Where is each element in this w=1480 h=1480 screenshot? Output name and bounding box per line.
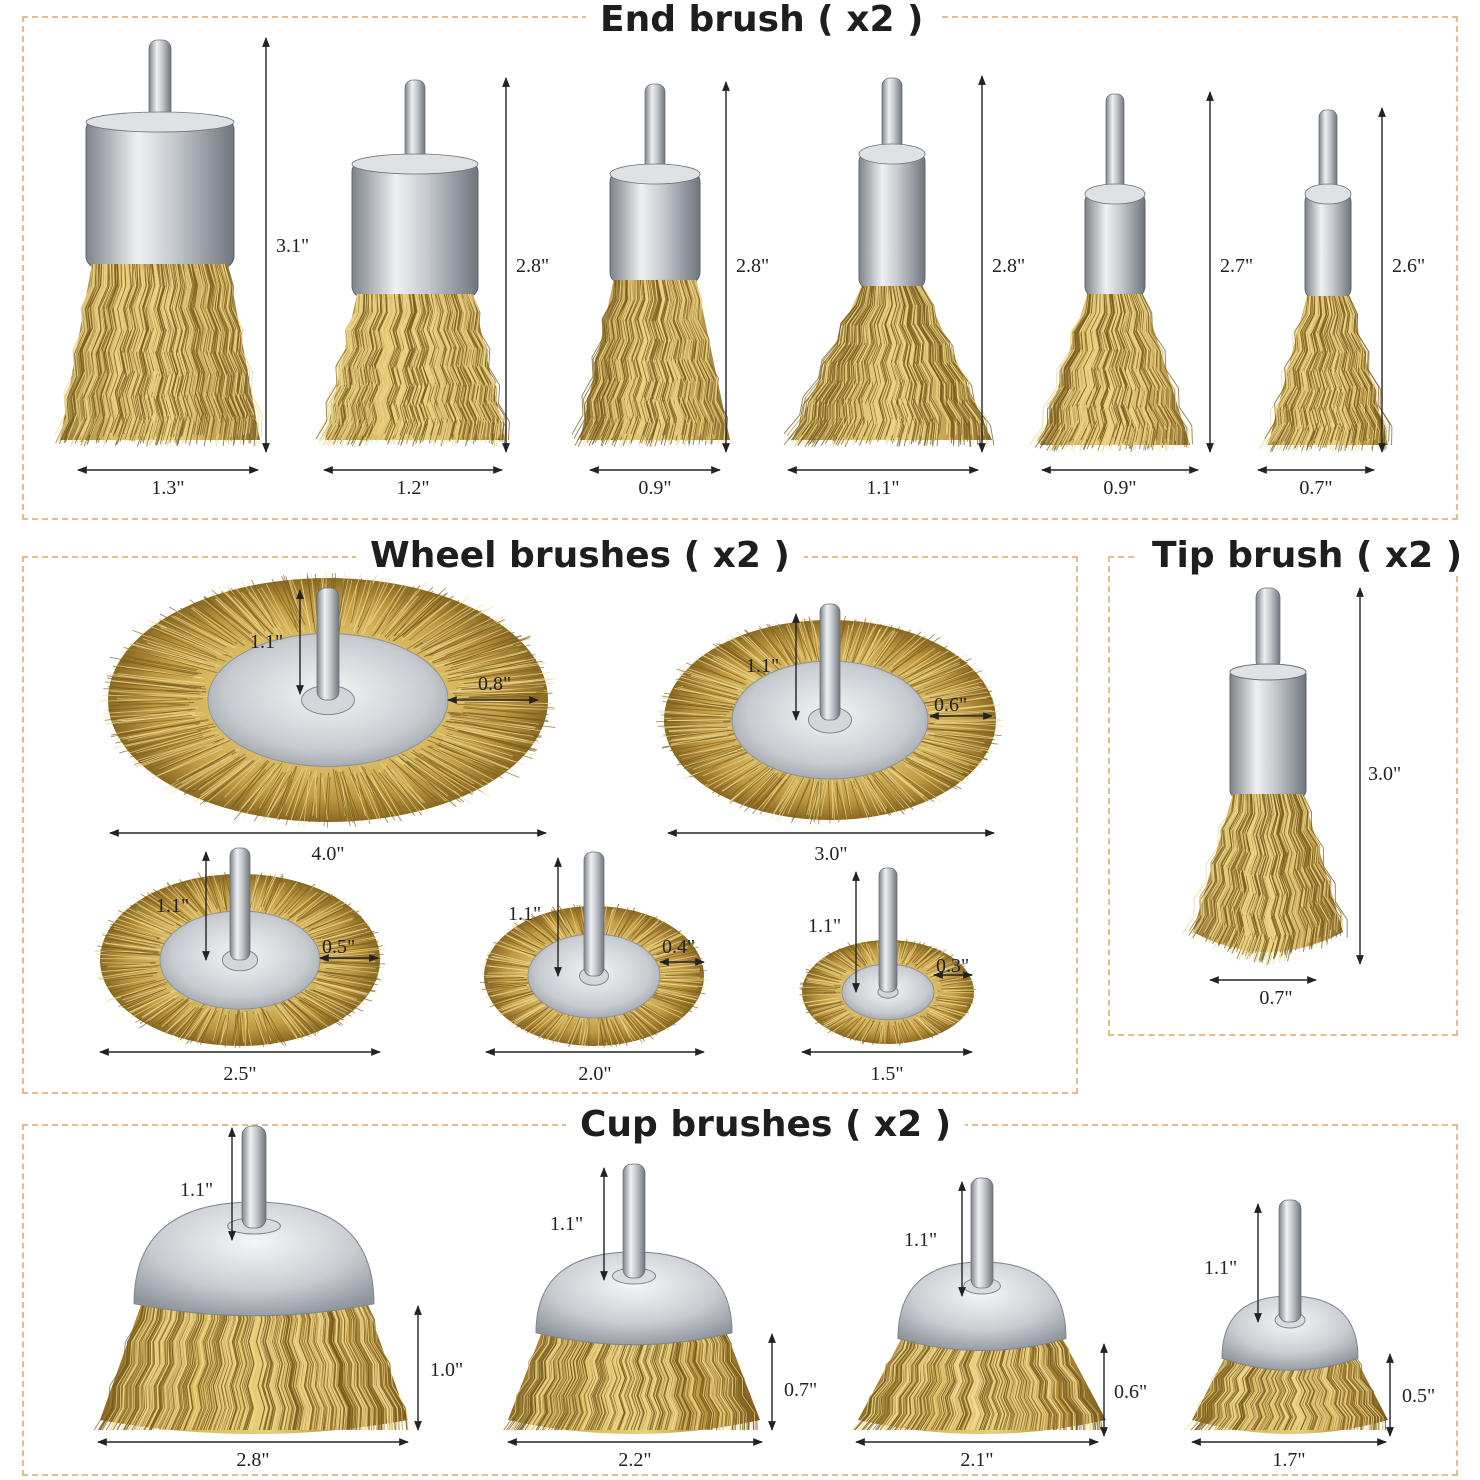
cup-dome	[133, 1201, 375, 1317]
cup-dome	[535, 1251, 733, 1346]
end-brush-3-bristles	[571, 279, 730, 448]
end-brush-2-bristles	[315, 293, 510, 448]
wheel-brush-1-thickness-label: 0.8"	[478, 673, 511, 695]
wheel-brush-1-shank	[316, 587, 340, 701]
cup-brush-3-shank	[970, 1177, 994, 1289]
shank-rod	[819, 603, 841, 721]
cup-brush-2	[502, 1251, 760, 1434]
end-brush-6-width-label: 0.7"	[1299, 477, 1332, 499]
cup-brush-4-shank	[1278, 1199, 1302, 1323]
end-brush-3-height-label: 2.8"	[736, 255, 769, 277]
wheel-brush-5-shank-label: 1.1"	[808, 915, 841, 937]
shank-rod	[1255, 587, 1281, 671]
end-brush-1-cap	[85, 111, 235, 269]
wheel-brush-5-diameter-label: 1.5"	[870, 1063, 903, 1085]
cup-brush-2-shank	[622, 1163, 646, 1279]
wheel-brush-2-thickness-label: 0.6"	[934, 694, 967, 716]
cup-dome	[897, 1261, 1067, 1352]
wheel-brush-5-shank	[878, 867, 898, 993]
end-brush-6-bristles	[1258, 295, 1393, 453]
cup-brush-1	[93, 1201, 409, 1434]
wheel-brush-3-shank-label: 1.1"	[156, 895, 189, 917]
wheel-brush-4-diameter-label: 2.0"	[578, 1063, 611, 1085]
tip-brush-height-label: 3.0"	[1368, 763, 1401, 785]
end-brush-1-width-label: 1.3"	[151, 477, 184, 499]
cup-brush-1-diameter-label: 2.8"	[236, 1449, 269, 1471]
wheel-brush-2-diameter-label: 3.0"	[814, 843, 847, 865]
end-brush-1-bristles	[54, 263, 263, 448]
end-brush-2-width-label: 1.2"	[396, 477, 429, 499]
wheel-brush-3-shank	[229, 847, 251, 961]
cup-brush-4	[1184, 1295, 1388, 1434]
end-brush-5-bristles	[1029, 293, 1193, 453]
tip-brush-shank	[1255, 587, 1281, 671]
wheel-brush-4-shank	[583, 851, 605, 977]
end-brush-5-width-label: 0.9"	[1103, 477, 1136, 499]
cup-brush-1-height-label: 1.0"	[430, 1359, 463, 1381]
wheel-brush-4-shank-label: 1.1"	[508, 903, 541, 925]
tip-brush-bristles	[1181, 793, 1348, 966]
shank-rod	[229, 847, 251, 961]
end-brush-5-cap	[1084, 183, 1146, 299]
wheel-brush-2-shank	[819, 603, 841, 721]
wheel-brush-3-thickness-label: 0.5"	[322, 936, 355, 958]
end-brush-4-width-label: 1.1"	[866, 477, 899, 499]
end-brush-3-width-label: 0.9"	[638, 477, 671, 499]
wheel-brush-4-thickness-label: 0.4"	[662, 936, 695, 958]
cup-brush-4-shank-label: 1.1"	[1204, 1257, 1237, 1279]
wheel-brush-1-diameter-label: 4.0"	[311, 843, 344, 865]
shank-rod	[1278, 1199, 1302, 1323]
end-brush-6-height-label: 2.6"	[1392, 255, 1425, 277]
wheel-brush-1-shank-label: 1.1"	[250, 631, 283, 653]
cup-brush-2-diameter-label: 2.2"	[618, 1449, 651, 1471]
cup-brush-2-height-label: 0.7"	[784, 1379, 817, 1401]
end-brush-2-height-label: 2.8"	[516, 255, 549, 277]
shank-rod	[316, 587, 340, 701]
tip-brush-width-label: 0.7"	[1259, 987, 1292, 1009]
end-brush-5-height-label: 2.7"	[1220, 255, 1253, 277]
cup-brush-1-shank-label: 1.1"	[180, 1179, 213, 1201]
cup-brush-4-height-label: 0.5"	[1402, 1385, 1435, 1407]
tip-brush-cap	[1229, 663, 1307, 799]
end-brush-title: End brush ( x2 )	[586, 0, 938, 40]
cup-brush-2-shank-label: 1.1"	[550, 1213, 583, 1235]
shank-rod	[583, 851, 605, 977]
end-brush-6-cap	[1304, 183, 1352, 301]
end-brush-1-height-label: 3.1"	[276, 235, 309, 257]
cup-brush-3-shank-label: 1.1"	[904, 1229, 937, 1251]
tip-brush-title: Tip brush ( x2 )	[1138, 536, 1477, 576]
shank-rod	[970, 1177, 994, 1289]
shank-rod	[622, 1163, 646, 1279]
cup-brush-3	[851, 1261, 1106, 1434]
shank-rod	[878, 867, 898, 993]
wheel-brush-title: Wheel brushes ( x2 )	[356, 536, 804, 576]
end-brush-4-height-label: 2.8"	[992, 255, 1025, 277]
end-brush-2-cap	[351, 153, 479, 299]
cup-brush-3-diameter-label: 2.1"	[960, 1449, 993, 1471]
end-brush-4-bristles	[783, 285, 995, 448]
wheel-brush-5-thickness-label: 0.3"	[936, 955, 969, 977]
cup-brush-1-shank	[241, 1125, 267, 1229]
end-brush-4-cap	[858, 143, 926, 291]
cup-brush-title: Cup brushes ( x2 )	[566, 1105, 966, 1145]
end-brush-3-cap	[609, 163, 701, 285]
wheel-brush-2-shank-label: 1.1"	[746, 655, 779, 677]
cup-brush-3-height-label: 0.6"	[1114, 1381, 1147, 1403]
cup-brush-4-diameter-label: 1.7"	[1272, 1449, 1305, 1471]
shank-rod	[241, 1125, 267, 1229]
wheel-brush-3-diameter-label: 2.5"	[223, 1063, 256, 1085]
